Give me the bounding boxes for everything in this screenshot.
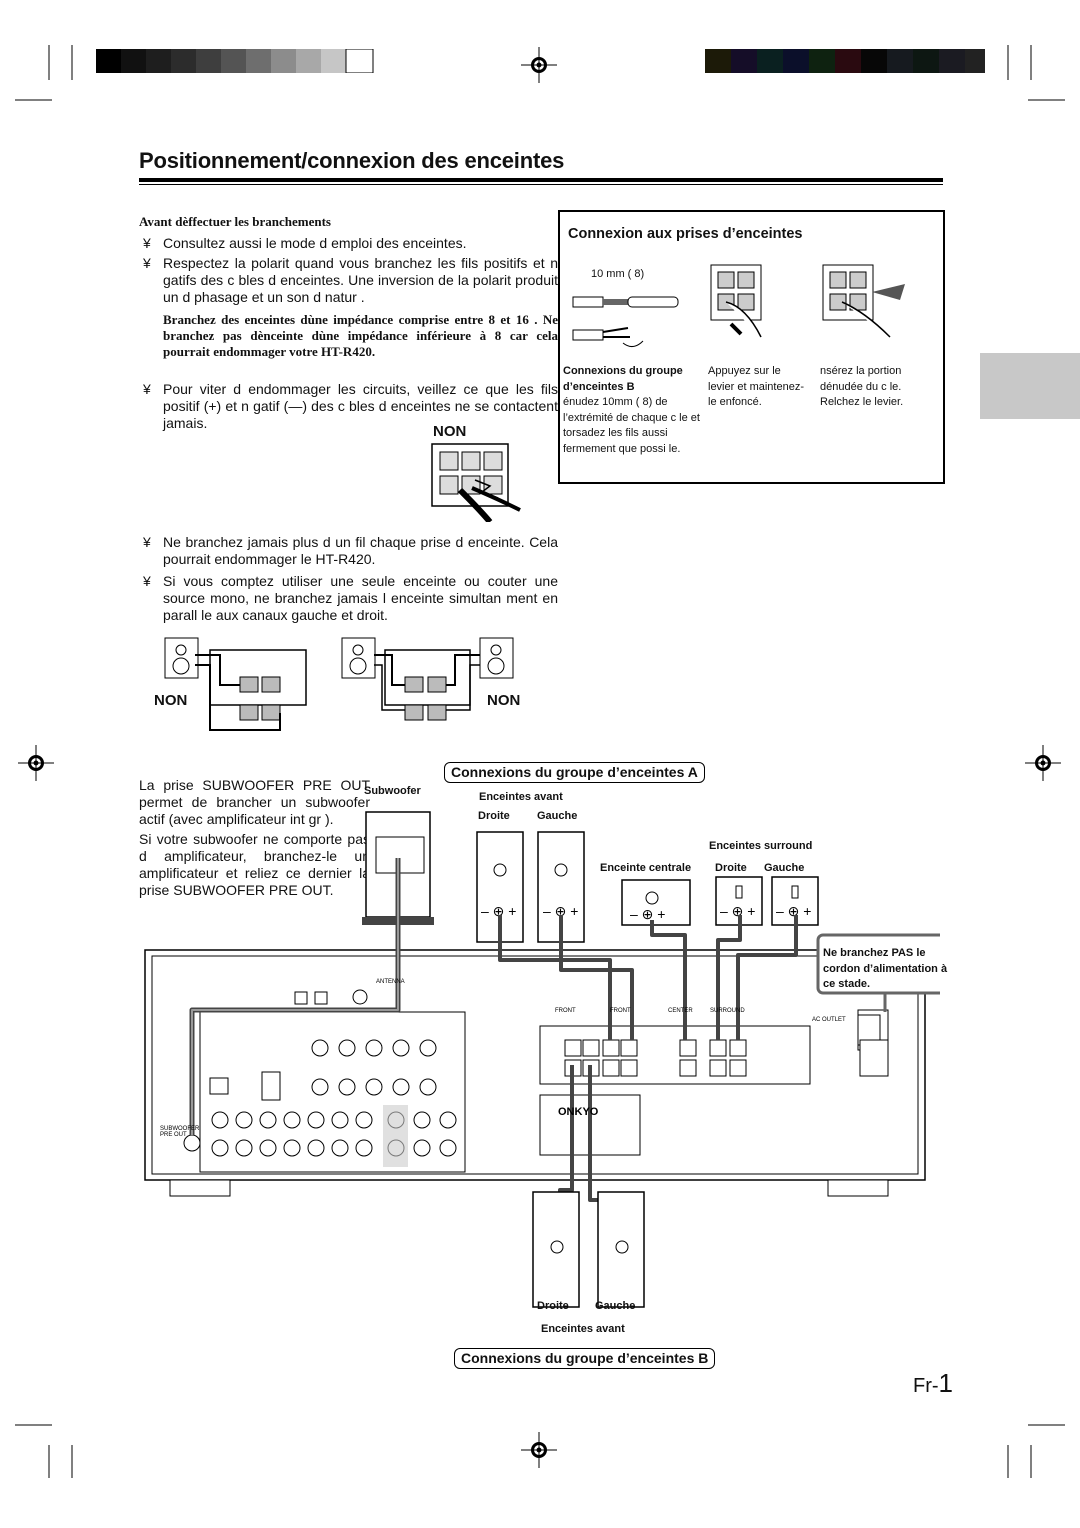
- bullet-3: ¥ Pour viter d endommager les circuits, …: [143, 381, 558, 432]
- strip-measure: 10 mm ( 8): [591, 268, 645, 280]
- bullet-1: ¥ Consultez aussi le mode d emploi des e…: [143, 235, 558, 252]
- surround-droite: Droite: [715, 862, 747, 874]
- svg-text:– ⊕ +: – ⊕ +: [720, 903, 755, 919]
- svg-text:– ⊕ +: – ⊕ +: [630, 906, 665, 922]
- non-label-left: NON: [154, 692, 188, 709]
- color-bar: [705, 49, 985, 73]
- registration-mark-right: [1025, 745, 1061, 781]
- registration-mark-top: [521, 47, 557, 83]
- front-a-label: Enceintes avant: [479, 791, 563, 803]
- front-a-gauche: Gauche: [537, 810, 578, 822]
- terminal-box-heading: Connexion aux prises d’enceintes: [568, 226, 803, 242]
- bullet-text: Ne branchez jamais plus d un fil chaque …: [163, 534, 558, 567]
- press-lever-illustration: [710, 264, 762, 338]
- registration-mark-bottom: [521, 1432, 557, 1468]
- side-tab: [980, 353, 1080, 419]
- svg-text:FRONT: FRONT: [555, 1008, 576, 1014]
- bullet-glyph: ¥: [143, 573, 151, 589]
- power-warning: Ne branchez PAS le cordon d’alimentation…: [823, 947, 948, 990]
- svg-text:– ⊕ +: – ⊕ +: [481, 903, 516, 919]
- receiver-wiring-diagram: – ⊕ +– ⊕ + – ⊕ + – ⊕ +– ⊕ + – ⊕ +– ⊕ +: [144, 811, 940, 1308]
- title-rule-thin: [139, 184, 943, 185]
- shorted-wires-illustration: [431, 443, 521, 522]
- svg-text:SUBWOOFER: SUBWOOFER: [160, 1126, 200, 1132]
- center-label: Enceinte centrale: [600, 862, 692, 874]
- svg-text:SURROUND: SURROUND: [710, 1008, 745, 1014]
- bullet-glyph: ¥: [143, 381, 151, 397]
- terminal-col2-text: Appuyez sur le levier et maintenez-le en…: [708, 365, 804, 408]
- diagram-brand: ONKYO: [558, 1106, 599, 1118]
- bullet-4: ¥ Ne branchez jamais plus d un fil chaqu…: [143, 534, 558, 568]
- surround-label: Enceintes surround: [709, 840, 813, 852]
- bullet-glyph: ¥: [143, 255, 151, 271]
- diagram-antenna-label: ANTENNA: [376, 979, 405, 985]
- bullet-text: Consultez aussi le mode d emploi des enc…: [163, 235, 467, 251]
- subwoofer-text-1: La prise SUBWOOFER PRE OUT permet de bra…: [139, 777, 370, 827]
- non-label-top: NON: [433, 423, 467, 440]
- mono-wiring-left-illustration: [164, 637, 307, 731]
- front-a-droite: Droite: [478, 810, 510, 822]
- registration-mark-left: [18, 745, 54, 781]
- subwoofer-text-2: Si votre subwoofer ne comporte pas d amp…: [139, 831, 370, 898]
- page-number: Fr-1: [913, 1368, 953, 1399]
- page-number-prefix: Fr-: [913, 1375, 939, 1397]
- svg-text:CENTER: CENTER: [668, 1008, 693, 1014]
- grayscale-bar: [96, 49, 374, 73]
- diagram-ac-outlet: AC OUTLET: [812, 1017, 846, 1023]
- front-b-gauche: Gauche: [595, 1300, 636, 1312]
- page-number-value: 1: [938, 1368, 954, 1398]
- color-swatches: [705, 49, 985, 73]
- front-b-droite: Droite: [537, 1300, 569, 1312]
- svg-text:– ⊕ +: – ⊕ +: [776, 903, 811, 919]
- subwoofer-label: Subwoofer: [364, 785, 421, 797]
- bullet-text: Si vous comptez utiliser une seule encei…: [163, 573, 558, 623]
- front-b-label: Enceintes avant: [541, 1323, 625, 1335]
- group-b-label: Connexions du groupe d’enceintes B: [454, 1348, 716, 1369]
- bullet-glyph: ¥: [143, 235, 151, 251]
- terminal-col3-text: nsérez la portion dénudée du c le. Relch…: [820, 365, 904, 408]
- bullet-2: ¥ Respectez la polarit quand vous branch…: [143, 255, 558, 306]
- bullet-text: Pour viter d endommager les circuits, ve…: [163, 381, 558, 431]
- wire-strip-illustration: [572, 296, 679, 347]
- before-heading: Avant dèffectuer les branchements: [139, 214, 331, 229]
- svg-text:– ⊕ +: – ⊕ +: [543, 903, 578, 919]
- svg-text:PRE OUT: PRE OUT: [160, 1132, 187, 1138]
- bullet-5: ¥ Si vous comptez utiliser une seule enc…: [143, 573, 558, 624]
- terminal-col1-title: Connexions du groupe d’enceintes B: [563, 365, 683, 393]
- non-label-right: NON: [487, 692, 521, 709]
- grayscale-swatches: [96, 49, 374, 73]
- bullet-text: Respectez la polarit quand vous branchez…: [163, 255, 558, 305]
- insert-wire-illustration: [822, 264, 905, 338]
- group-a-label: Connexions du groupe d’enceintes A: [444, 762, 705, 783]
- impedance-note: Branchez des enceintes dùne impédance co…: [163, 312, 558, 359]
- terminal-col1-text: énudez 10mm ( 8) de l’extrémité de chaqu…: [563, 396, 700, 455]
- terminal-box: [558, 210, 945, 484]
- svg-text:FRONT: FRONT: [610, 1008, 631, 1014]
- mono-wiring-right-illustration: [341, 637, 514, 721]
- bullet-glyph: ¥: [143, 534, 151, 550]
- title-rule: [139, 178, 943, 182]
- page-title: Positionnement/connexion des enceintes: [139, 148, 565, 173]
- surround-gauche: Gauche: [764, 862, 805, 874]
